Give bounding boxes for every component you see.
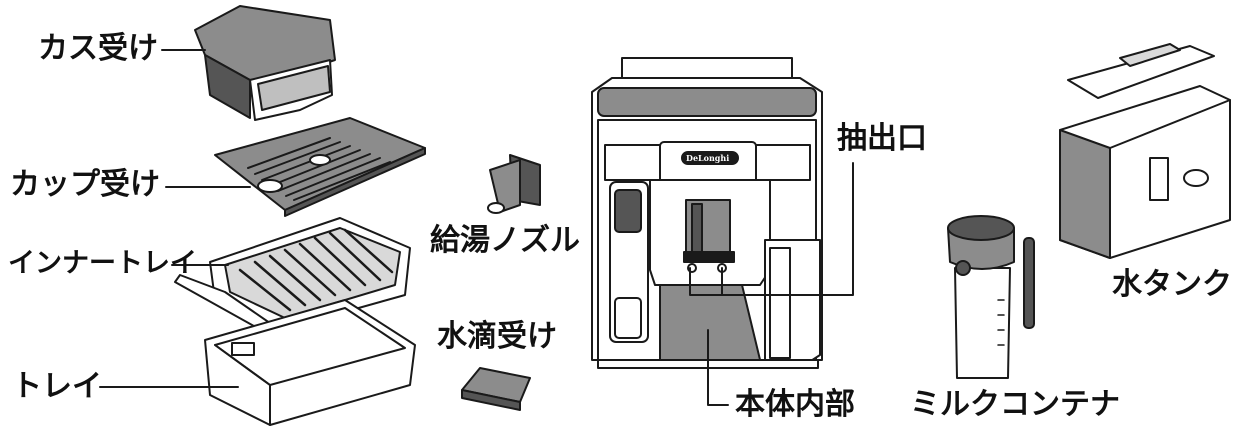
label-interior: 本体内部 <box>735 387 855 422</box>
label-grounds-container: カス受け <box>38 31 158 66</box>
grounds-container-illustration <box>194 5 336 121</box>
label-drip-catcher: 水滴受け <box>437 319 557 354</box>
hot-water-nozzle-illustration <box>487 154 541 214</box>
brand-logo: DeLonghi <box>686 153 730 163</box>
label-inner-tray: インナートレイ <box>8 248 197 279</box>
coffee-machine-illustration <box>591 57 823 369</box>
tray-illustration <box>204 299 416 426</box>
leader-lines <box>99 49 854 406</box>
inner-tray-illustration <box>174 217 411 336</box>
water-tank-illustration <box>1059 43 1231 259</box>
label-cup-tray: カップ受け <box>10 167 160 202</box>
label-milk-container: ミルクコンテナ <box>910 387 1120 422</box>
label-hot-water-nozzle: 給湯ノズル <box>430 223 580 258</box>
label-tray: トレイ <box>12 369 102 404</box>
label-water-tank: 水タンク <box>1112 267 1232 302</box>
label-spout: 抽出口 <box>837 121 927 156</box>
cup-tray-illustration <box>214 117 426 217</box>
drip-catcher-illustration <box>461 367 531 411</box>
milk-container-illustration <box>947 215 1035 379</box>
